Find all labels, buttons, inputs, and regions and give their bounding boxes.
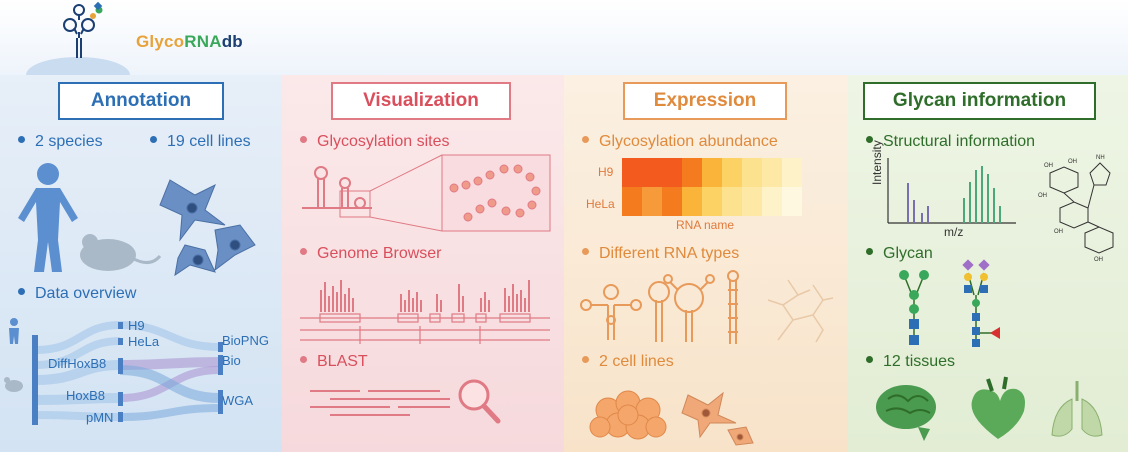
svg-text:OH: OH xyxy=(1054,229,1063,235)
two-cell-lines-item: 2 cell lines xyxy=(582,353,674,371)
glycan-title: Glycan information xyxy=(863,82,1096,120)
sankey-label-hela: HeLa xyxy=(128,334,160,349)
svg-text:OH: OH xyxy=(1044,163,1053,169)
header: GlycoRNAdb xyxy=(0,0,1128,93)
glycan-residues xyxy=(899,259,1000,347)
sankey-label-bio: Bio xyxy=(222,353,241,368)
sankey-flows xyxy=(35,321,221,421)
logo-rna-icon xyxy=(26,1,130,93)
rna-types-label: Different RNA types xyxy=(599,245,740,262)
tissues-item: 12 tissues xyxy=(866,353,955,371)
chemical-structure-icon: OH OH NH OH OH OH xyxy=(1038,155,1114,263)
logo-text: GlycoRNAdb xyxy=(136,32,243,52)
structural-item: Structural information xyxy=(866,133,1035,151)
sankey-label-biopng: BioPNG xyxy=(222,333,269,348)
data-overview-item: Data overview xyxy=(18,285,136,303)
structural-label: Structural information xyxy=(883,133,1036,150)
mass-spectrum xyxy=(887,158,1016,224)
rna-types-illustration xyxy=(580,270,834,344)
annotation-title: Annotation xyxy=(58,82,224,120)
logo-rna: RNA xyxy=(184,32,222,51)
coverage-bars xyxy=(320,280,530,312)
glycan-panel: Glycan information Structural informatio… xyxy=(848,75,1128,452)
mouse-icon xyxy=(80,234,162,271)
visualization-panel: Visualization Glycosylation sites xyxy=(282,75,564,452)
spectrum-ylabel: Intensity xyxy=(870,140,884,185)
sankey-nodes xyxy=(32,322,223,425)
data-overview-label: Data overview xyxy=(35,285,137,302)
heatmap-row-label-hela: HeLa xyxy=(586,197,615,211)
genome-browser-item: Genome Browser xyxy=(300,245,442,263)
cell-lines-item: 19 cell lines xyxy=(150,133,251,151)
expression-panel: Expression Glycosylation abundance H9 He… xyxy=(564,75,848,452)
long-stem-icon xyxy=(727,270,739,344)
heatmap xyxy=(622,158,802,216)
species-item: 2 species xyxy=(18,133,103,151)
magnifier-icon xyxy=(458,379,501,424)
glycan-item: Glycan xyxy=(866,245,933,263)
annotation-panel: Annotation 2 species 19 cell lines xyxy=(0,75,282,452)
glycan-structures-icon xyxy=(899,259,1000,347)
sankey-label-pmn: pMN xyxy=(86,410,114,425)
alignment-lines xyxy=(310,390,450,416)
heatmap-row-label-h9: H9 xyxy=(598,165,614,179)
blast-illustration xyxy=(310,379,501,424)
sankey-label-hoxb8: HoxB8 xyxy=(66,388,106,403)
svg-text:NH: NH xyxy=(1096,155,1105,161)
two-cell-lines-label: 2 cell lines xyxy=(599,353,674,370)
sankey-diagram xyxy=(4,318,223,425)
species-label: 2 species xyxy=(35,133,103,150)
logo-glyco: Glyco xyxy=(136,32,185,51)
expression-title: Expression xyxy=(623,82,787,120)
svg-text:OH: OH xyxy=(1094,257,1103,263)
svg-text:OH: OH xyxy=(1068,159,1077,165)
cell-lines-illustration xyxy=(589,390,754,446)
blast-item: BLAST xyxy=(300,353,368,371)
zoom-nucleotides xyxy=(449,164,541,222)
brain-icon xyxy=(876,385,936,441)
sankey-label-diffhoxb8: DiffHoxB8 xyxy=(48,356,107,371)
lungs-icon xyxy=(1051,381,1103,437)
glyco-sites-item: Glycosylation sites xyxy=(300,133,450,151)
rna-structure-icon xyxy=(302,166,372,209)
spectrum-peaks-purple xyxy=(907,183,929,223)
cell-lines-label: 19 cell lines xyxy=(167,133,251,150)
abundance-item: Glycosylation abundance xyxy=(582,133,778,151)
species-illustration xyxy=(18,163,256,277)
sankey-label-h9: H9 xyxy=(128,318,145,333)
gene-tracks xyxy=(300,313,550,344)
trna-icon xyxy=(580,284,642,340)
spectrum-peaks-green xyxy=(963,166,1001,223)
genome-browser-label: Genome Browser xyxy=(317,245,442,262)
sankey-species-icons xyxy=(4,318,23,392)
logo-db: db xyxy=(221,32,243,51)
large-rna-icon xyxy=(767,279,834,343)
tissues-label: 12 tissues xyxy=(883,353,956,370)
glyco-sites-illustration xyxy=(302,154,551,232)
blast-label: BLAST xyxy=(317,353,368,370)
spectrum-xlabel: m/z xyxy=(944,225,964,239)
visualization-title: Visualization xyxy=(331,82,511,120)
abundance-label: Glycosylation abundance xyxy=(599,133,778,150)
complex-rna-icon xyxy=(663,274,715,342)
glyco-sites-label: Glycosylation sites xyxy=(317,133,450,150)
heatmap-row-h9 xyxy=(622,158,802,187)
spread-cells-icon xyxy=(681,391,754,446)
human-icon xyxy=(18,163,78,272)
hairpin-icon xyxy=(648,281,670,342)
rna-types-item: Different RNA types xyxy=(582,245,739,263)
cell-cluster-icon xyxy=(589,390,667,440)
tissues-illustration xyxy=(876,376,1103,441)
genome-browser-illustration xyxy=(300,280,550,344)
heatmap-xlabel: RNA name xyxy=(676,218,735,232)
sankey-label-wga: WGA xyxy=(222,393,254,408)
cells-icon xyxy=(159,179,256,277)
heatmap-row-hela xyxy=(622,187,802,216)
svg-text:OH: OH xyxy=(1038,193,1047,199)
glycan-label: Glycan xyxy=(883,245,933,262)
heart-icon xyxy=(971,376,1025,439)
